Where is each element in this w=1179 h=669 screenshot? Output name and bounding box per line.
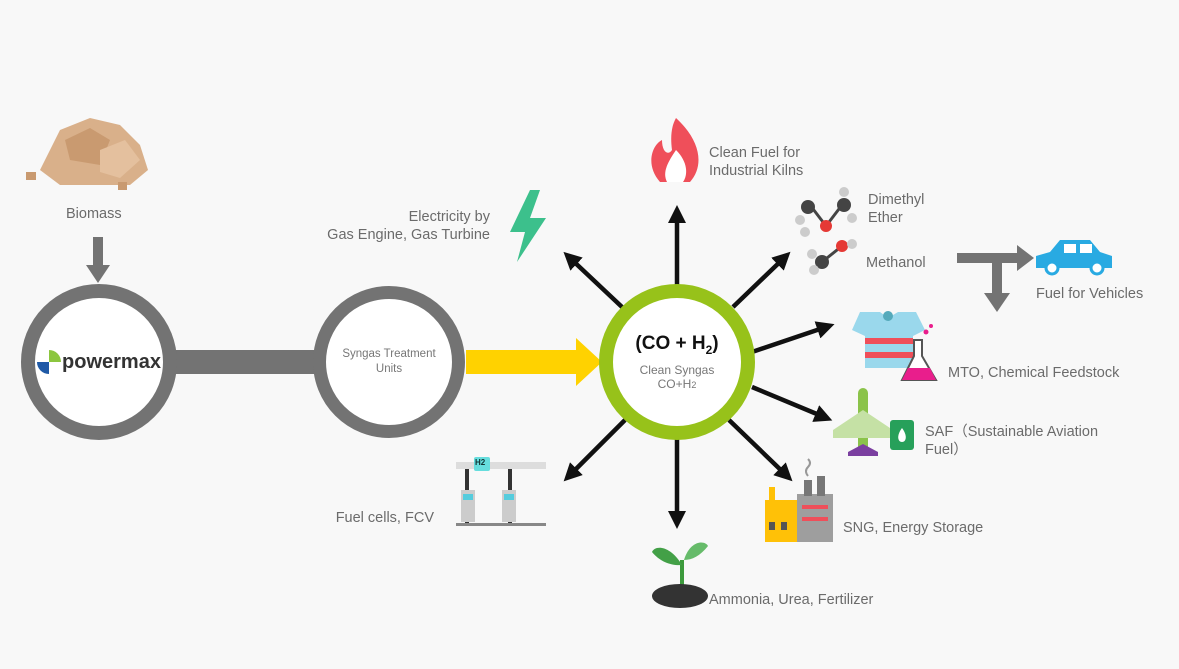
formula-sub: 2 [705,342,713,357]
biomass-arrow [86,237,110,283]
flask-icon [900,324,938,381]
sng-label: SNG, Energy Storage [843,520,984,536]
saf-line2: Fuel） [925,442,968,458]
powermax-logo-text: powermax [62,351,161,373]
formula-close: ) [712,333,719,355]
treatment-node: Syngas Treatment Units [313,286,465,438]
arrow-electricity [563,251,624,309]
connector-bar [170,350,320,374]
formula-small-text: CO+H [657,376,692,391]
lightning-icon [510,190,546,262]
factory-icon [765,458,833,542]
syngas-node: (CO + H2) Clean Syngas CO+H2 [599,284,755,440]
shirt-icon [852,311,925,368]
mto-label: MTO, Chemical Feedstock [948,365,1120,381]
saf-line1: SAF（Sustainable Aviation [925,424,1099,440]
fuel-barrel-icon [890,420,914,450]
electricity-line1: Electricity by [408,209,490,225]
syngas-formula-small: CO+H2 [658,377,697,391]
gasifier-node: powermax [21,284,177,440]
h2-badge: H2 [475,458,486,467]
plant-icon [652,542,708,608]
radial-arrows [563,205,835,529]
kilns-line2: Industrial Kilns [709,163,804,179]
arrow-methanol [731,251,791,309]
arrow-mto [751,321,835,355]
molecule-icon [795,187,857,275]
yellow-arrow [466,338,602,386]
flame-icon [651,118,699,182]
syngas-formula: (CO + H2) [635,333,718,357]
vehicles-label: Fuel for Vehicles [1036,286,1144,302]
car-icon [1036,240,1112,276]
syngas-label: Clean Syngas [639,362,715,377]
powermax-logo-icon [37,350,62,374]
biomass-icon [26,118,148,190]
airplane-icon [833,388,893,456]
hydrogen-station-icon [456,457,546,526]
fuelcells-label: Fuel cells, FCV [335,510,434,526]
electricity-line2: Gas Engine, Gas Turbine [327,227,490,243]
dme-line2: Ether [868,210,903,226]
ammonia-label: Ammonia, Urea, Fertilizer [709,592,874,608]
kilns-line1: Clean Fuel for [709,145,801,161]
arrow-saf [751,384,833,422]
treatment-label: Syngas Treatment Units [342,348,436,375]
formula-text: (CO + H [635,333,706,355]
arrow-fuelcells [563,418,627,482]
vehicle-arrow [957,245,1034,312]
formula-small-sub: 2 [691,379,697,390]
dme-line1: Dimethyl [868,192,925,208]
powermax-logo: powermax [37,350,161,374]
methanol-label: Methanol [866,255,926,271]
biomass-label: Biomass [66,206,122,222]
arrow-sng [727,418,793,482]
electricity-label: Electricity by Gas Engine, Gas Turbine [327,208,490,244]
